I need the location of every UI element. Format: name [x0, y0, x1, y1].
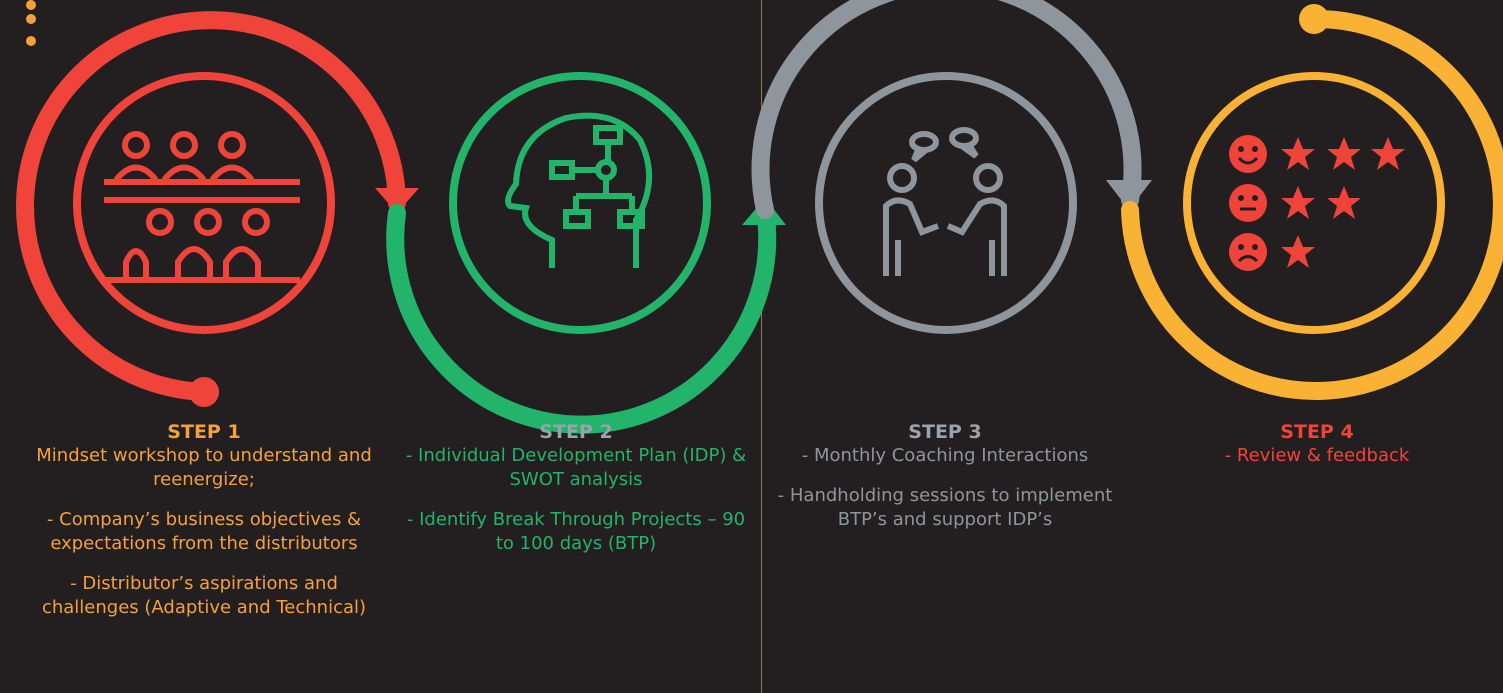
rating-faces-stars-icon: [1229, 135, 1405, 271]
step2-text-2: - Identify Break Through Projects – 90 t…: [406, 509, 746, 554]
step2-title: STEP 2: [539, 421, 613, 443]
step4-title: STEP 4: [1280, 421, 1354, 443]
step3-ring: [751, 0, 1152, 334]
center-divider: [761, 0, 762, 693]
audience-people-icon: [104, 131, 300, 283]
step1-caption: STEP 1 Mindset workshop to understand an…: [20, 420, 388, 636]
step1-text-1: Mindset workshop to understand and reene…: [36, 445, 372, 490]
step1-text-3: - Distributor’s aspirations and challeng…: [41, 573, 367, 618]
step1-title: STEP 1: [167, 421, 241, 443]
step3-text-1: - Monthly Coaching Interactions: [801, 445, 1089, 466]
step3-title: STEP 3: [908, 421, 982, 443]
step2-text-1: - Individual Development Plan (IDP) & SW…: [405, 445, 747, 490]
dot: [26, 14, 36, 24]
step2-caption: STEP 2 - Individual Development Plan (ID…: [398, 420, 754, 572]
step3-caption: STEP 3 - Monthly Coaching Interactions -…: [770, 420, 1120, 548]
step4-caption: STEP 4 - Review & feedback: [1150, 420, 1484, 484]
step3-text-2: - Handholding sessions to implement BTP’…: [777, 485, 1113, 530]
dot: [26, 36, 36, 46]
step4-ring: [1121, 4, 1503, 400]
coaching-conversation-icon: [883, 127, 1007, 276]
step1-text-2: - Company’s business objectives & expect…: [46, 509, 362, 554]
step1-ring: [16, 11, 419, 407]
step4-text-1: - Review & feedback: [1224, 445, 1410, 466]
dot: [26, 0, 36, 10]
head-flowchart-icon: [505, 112, 652, 268]
step2-ring: [386, 72, 786, 434]
